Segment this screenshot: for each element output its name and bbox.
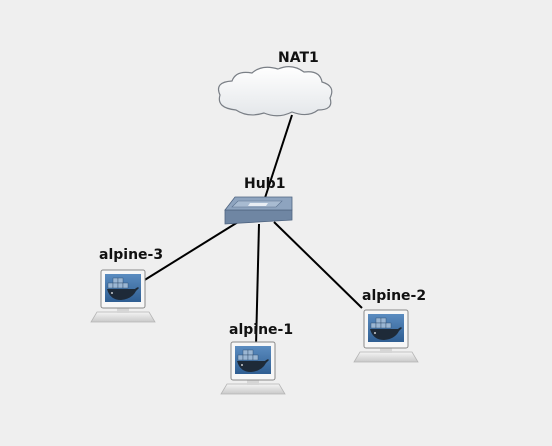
cloud-icon (217, 66, 333, 117)
docker-computer-icon (90, 269, 156, 323)
alpine3-node[interactable]: alpine-3 (90, 247, 163, 323)
link-hub1-alpine2[interactable] (273, 221, 363, 309)
docker-computer-icon (353, 309, 419, 363)
docker-computer-icon (220, 341, 286, 395)
link-hub1-alpine1[interactable] (255, 223, 260, 347)
alpine2-node[interactable]: alpine-2 (353, 288, 426, 363)
alpine1-node[interactable]: alpine-1 (220, 322, 293, 395)
links-layer (142, 114, 363, 347)
alpine3-label: alpine-3 (99, 247, 163, 263)
link-hub1-alpine3[interactable] (142, 221, 239, 282)
nat1-label: NAT1 (278, 50, 319, 66)
hub-icon (224, 196, 293, 225)
link-nat1-hub1[interactable] (262, 114, 293, 205)
alpine2-label: alpine-2 (362, 288, 426, 304)
hub1-node[interactable]: Hub1 (224, 176, 293, 225)
nat1-node[interactable]: NAT1 (217, 50, 333, 117)
alpine1-label: alpine-1 (229, 322, 293, 338)
hub1-label: Hub1 (244, 176, 285, 192)
